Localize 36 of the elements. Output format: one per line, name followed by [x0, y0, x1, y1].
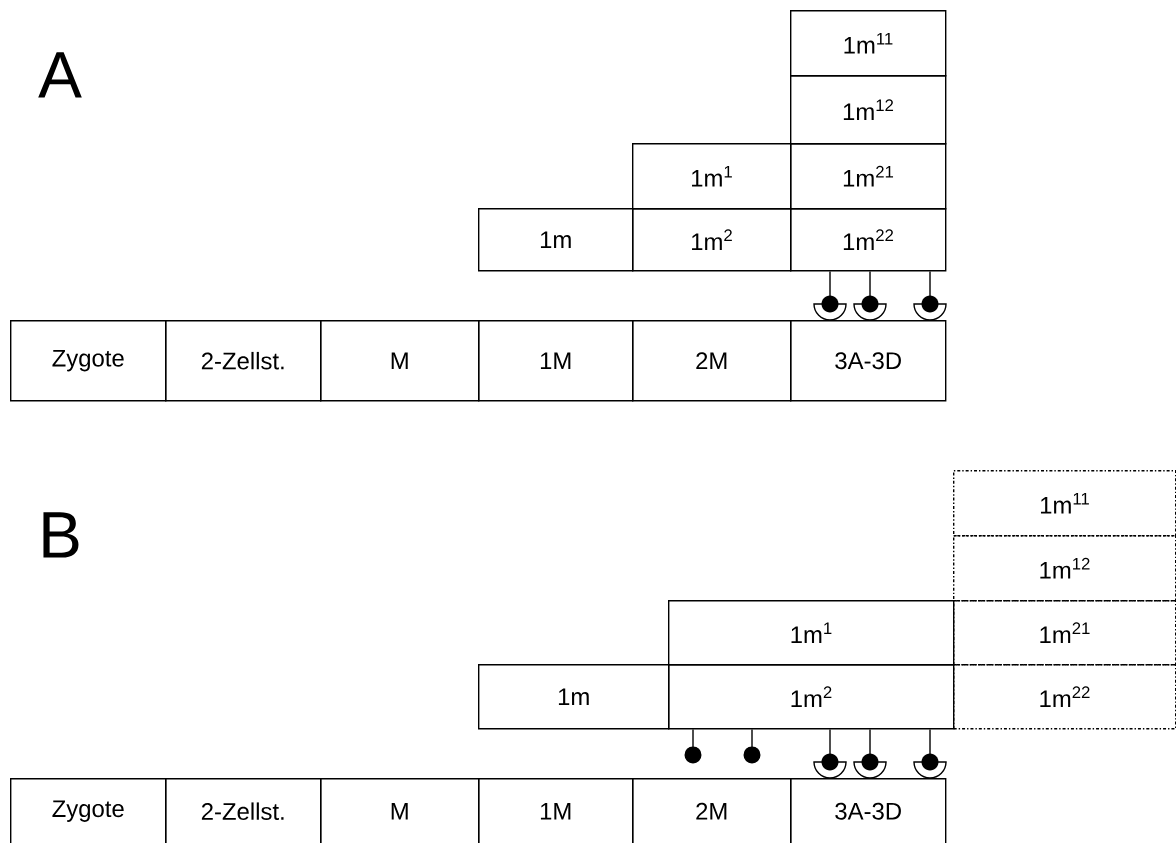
- cell-box: M: [320, 320, 480, 402]
- cell-box: 1m$^{12}$: [790, 75, 947, 145]
- ball-and-socket-connector: [853, 728, 887, 779]
- cell-box: 2M: [632, 320, 792, 402]
- cell-box: M: [320, 778, 480, 843]
- cell-box: 2M: [632, 778, 792, 843]
- cell-box: 1m$^{1}$: [668, 600, 955, 666]
- ball-and-socket-connector: [913, 728, 947, 779]
- cell-box: 1m$^{12}$: [953, 535, 1176, 602]
- ball-and-socket-connector: [813, 270, 847, 321]
- ball-and-socket-connector: [743, 728, 761, 764]
- cell-box: 1m$^{2}$: [632, 208, 792, 272]
- cell-box: 1m: [478, 664, 670, 730]
- cell-box: 1m: [478, 208, 634, 272]
- cell-box: 1m$^{21}$: [953, 600, 1176, 666]
- cell-box: 1m$^{11}$: [953, 470, 1176, 537]
- cell-box: 1m$^{21}$: [790, 143, 947, 210]
- cell-box: 1m$^{2}$: [668, 664, 955, 730]
- panel-letter: A: [38, 52, 82, 98]
- cell-box: 1M: [478, 778, 634, 843]
- cell-box: 1m$^{22}$: [953, 664, 1176, 730]
- cell-box: 3A-3D: [790, 320, 947, 402]
- cell-box: 1m$^{22}$: [790, 208, 947, 272]
- ball-and-socket-connector: [913, 270, 947, 321]
- cell-box: 2-Zellst.: [165, 320, 322, 402]
- cell-box: 1m$^{11}$: [790, 10, 947, 77]
- cell-box: Zygote: [10, 778, 167, 843]
- ball-and-socket-connector: [853, 270, 887, 321]
- ball-and-socket-connector: [684, 728, 702, 764]
- cell-box: 1M: [478, 320, 634, 402]
- cell-box: Zygote: [10, 320, 167, 402]
- cell-box: 2-Zellst.: [165, 778, 322, 843]
- panel-letter: B: [43, 512, 79, 558]
- cell-box: 3A-3D: [790, 778, 947, 843]
- cell-box: 1m$^{1}$: [632, 143, 792, 210]
- ball-and-socket-connector: [813, 728, 847, 779]
